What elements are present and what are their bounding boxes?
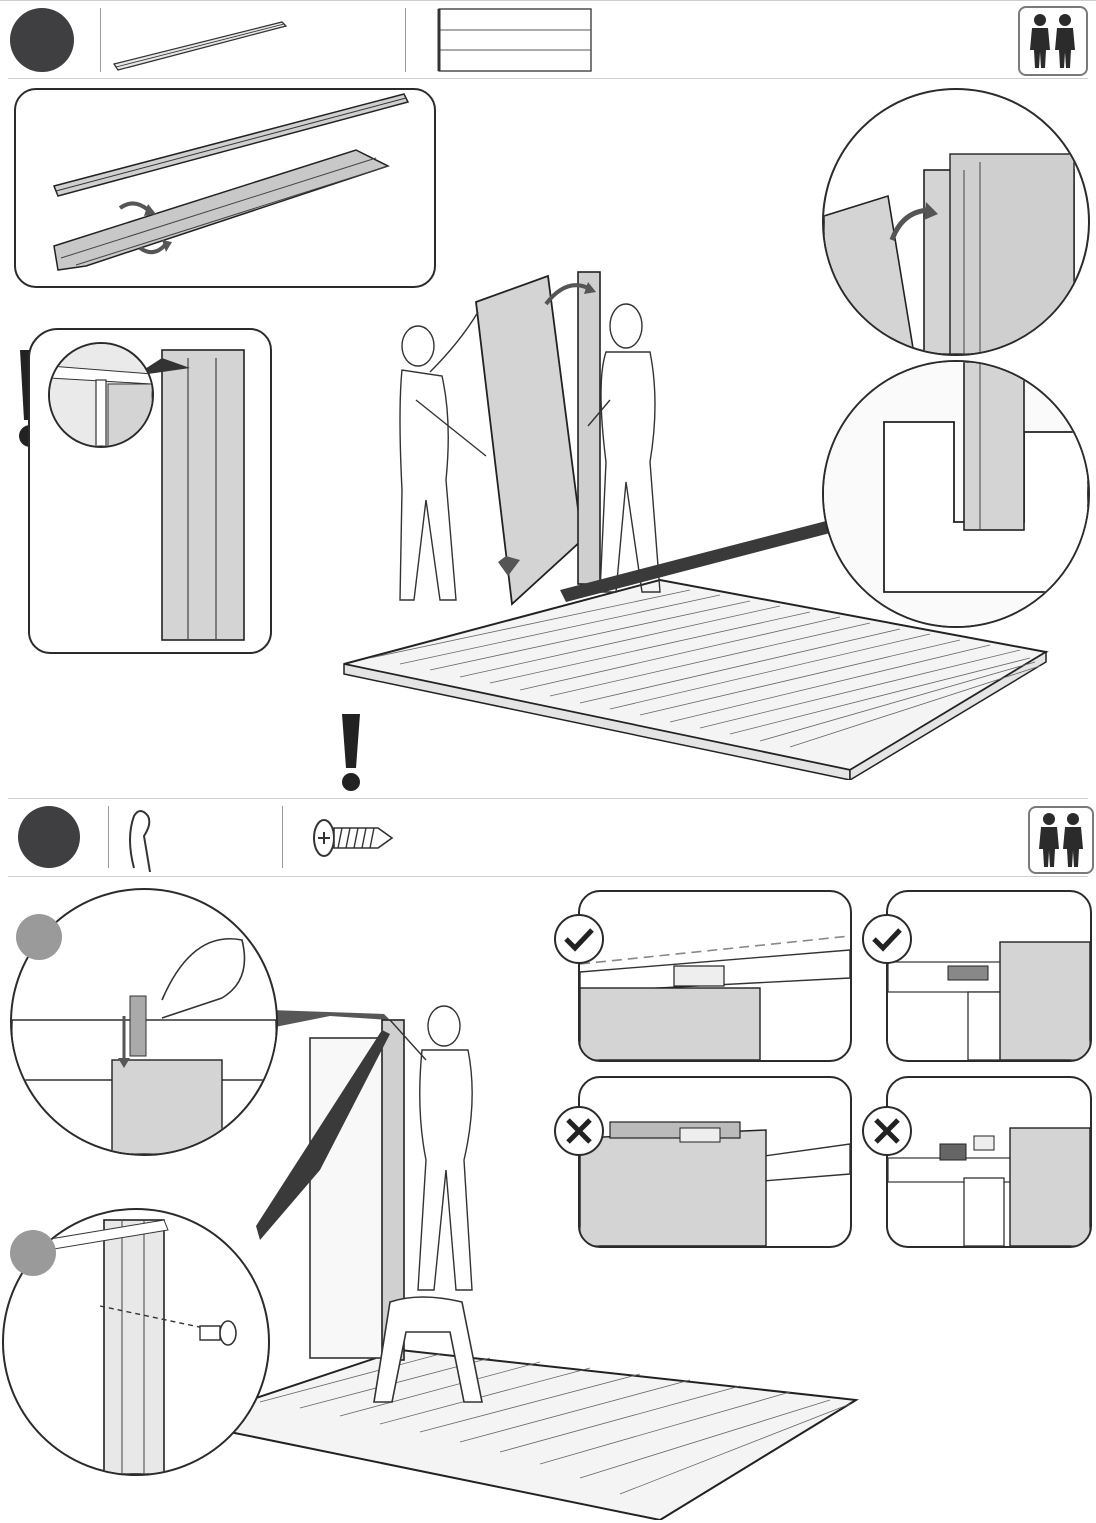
cross-icon — [862, 1106, 912, 1156]
check-icon — [862, 914, 912, 964]
panel-edge-zoom — [48, 342, 154, 448]
profile-rotate-inset — [14, 88, 436, 288]
screw-icon — [312, 816, 396, 860]
profile-strip-part-icon — [110, 12, 290, 72]
header-bottom-rule — [8, 876, 1088, 877]
substep-2-badge — [10, 1230, 56, 1276]
two-people-icon — [1028, 806, 1094, 874]
header-separator — [405, 8, 406, 72]
correct-example-1 — [578, 890, 852, 1062]
step-2-number-badge — [18, 806, 80, 868]
header-separator — [108, 806, 109, 868]
correct-example-2 — [886, 890, 1092, 1062]
wall-panel-part-icon — [436, 6, 596, 76]
check-icon — [554, 914, 604, 964]
clip-icon — [120, 806, 160, 872]
cross-icon — [554, 1106, 604, 1156]
incorrect-example-1 — [578, 1076, 852, 1248]
exclamation-icon — [336, 712, 366, 792]
top-rule — [0, 0, 1096, 1]
incorrect-example-2 — [886, 1076, 1092, 1248]
bottom-zoom — [822, 360, 1090, 628]
substep-1-badge — [16, 914, 62, 960]
header-bottom-rule — [8, 78, 1088, 79]
two-people-icon — [1018, 6, 1088, 76]
header-separator — [282, 806, 283, 868]
step-separator-rule — [8, 798, 1088, 799]
step-1-number-badge — [10, 8, 74, 72]
corner-zoom — [822, 88, 1090, 356]
step-2-main-scene — [200, 990, 860, 1520]
header-separator — [100, 8, 101, 72]
